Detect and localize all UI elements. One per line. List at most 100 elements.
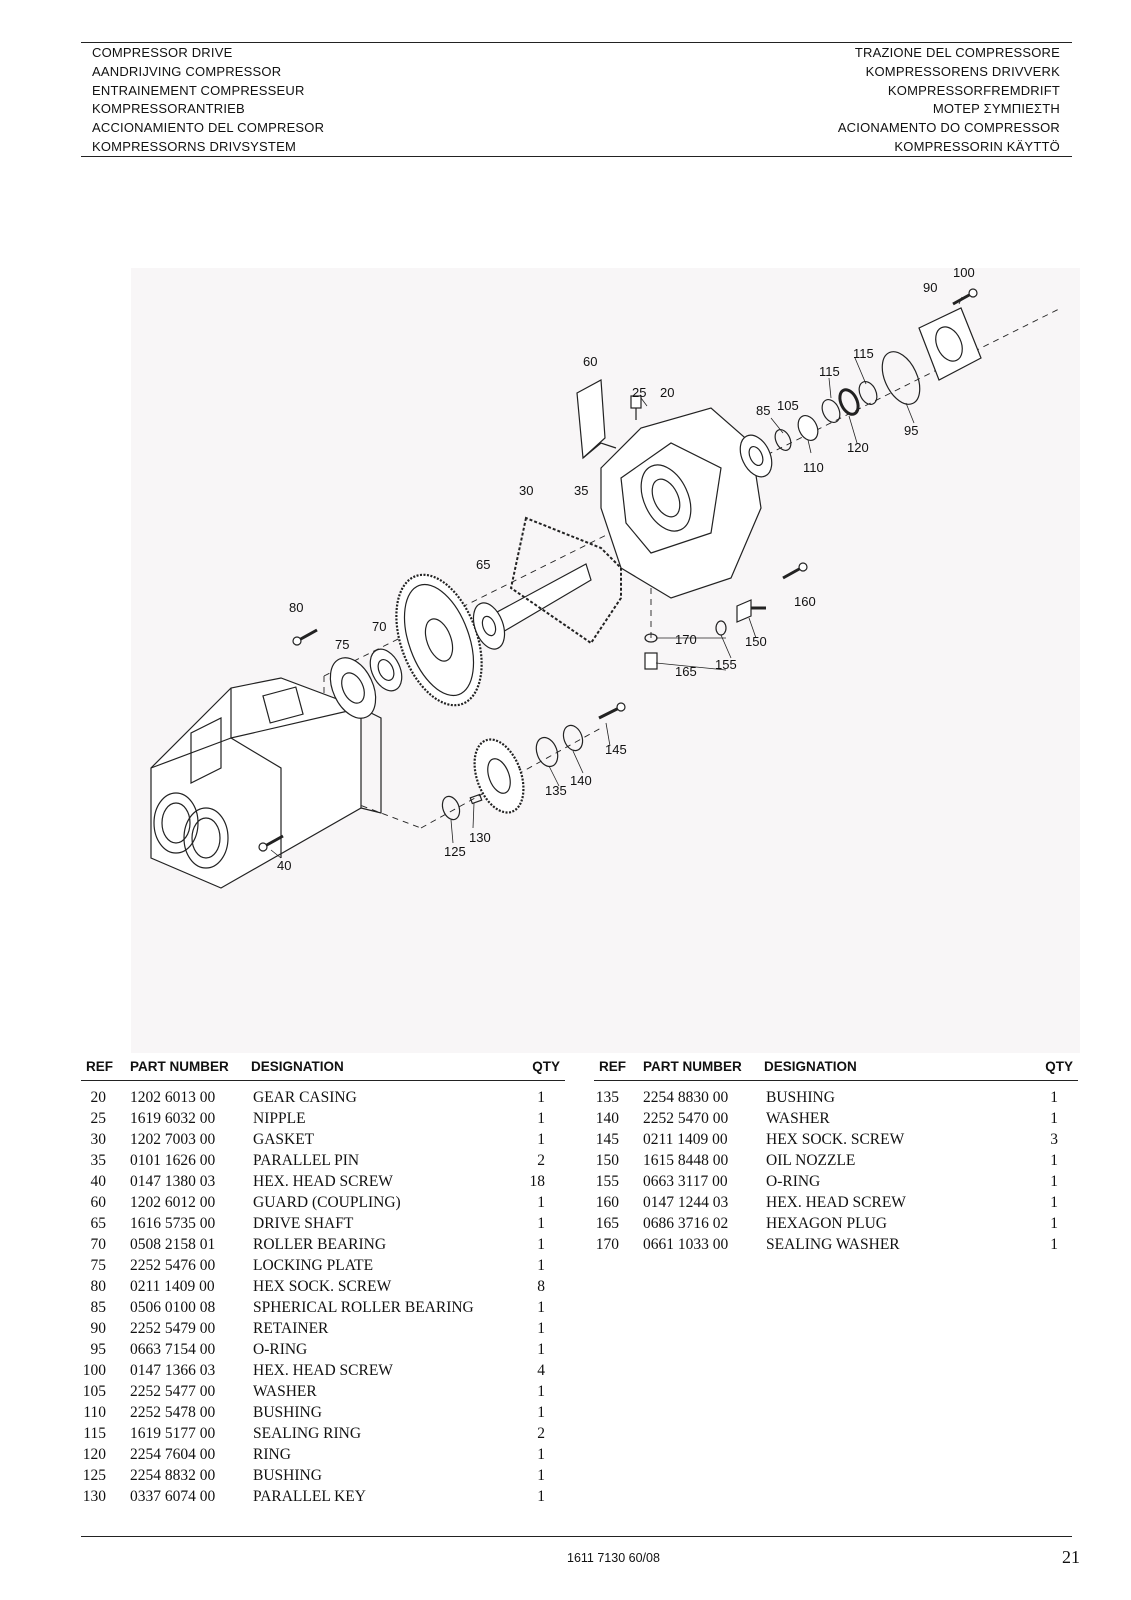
part-number-cell: 0101 1626 00 [130, 1152, 216, 1169]
header-ref: REF [599, 1059, 626, 1074]
part-number-cell: 1202 6012 00 [130, 1194, 216, 1211]
qty-cell: 3 [1050, 1131, 1058, 1148]
qty-cell: 1 [537, 1299, 545, 1316]
qty-cell: 1 [1050, 1173, 1058, 1190]
exploded-view-svg: 100 90 115 115 60 25 20 85 105 120 95 11… [150, 268, 1062, 889]
part-number-cell: 0508 2158 01 [130, 1236, 216, 1253]
ref-cell: 100 [82, 1362, 106, 1379]
title-fi: KOMPRESSORIN KÄYTTÖ [894, 138, 1060, 154]
ref-cell: 115 [83, 1425, 106, 1442]
exploded-view-drawing: 100 90 115 115 60 25 20 85 105 120 95 11… [131, 268, 1080, 1053]
ref-cell: 80 [90, 1278, 107, 1295]
part-number-cell: 2252 5478 00 [130, 1404, 216, 1421]
ref-cell: 135 [595, 1089, 619, 1106]
callout-75: 75 [335, 637, 349, 652]
ref-cell: 25 [90, 1110, 107, 1127]
callout-110: 110 [803, 460, 824, 475]
callout-165: 165 [675, 664, 697, 679]
ref-cell: 20 [90, 1089, 107, 1106]
callout-145: 145 [605, 742, 627, 757]
designation-cell: BUSHING [253, 1404, 322, 1421]
title-no: KOMPRESSORFREMDRIFT [887, 82, 1060, 98]
part-number-cell: 1615 8448 00 [643, 1152, 729, 1169]
designation-cell: ROLLER BEARING [253, 1236, 387, 1253]
part-number-cell: 0337 6074 00 [130, 1488, 216, 1505]
designation-cell: SPHERICAL ROLLER BEARING [253, 1299, 474, 1316]
title-pt: ACIONAMENTO DO COMPRESSOR [837, 120, 1060, 136]
qty-cell: 1 [1050, 1152, 1058, 1169]
part-number-cell: 0506 0100 08 [130, 1299, 216, 1316]
designation-cell: RING [253, 1446, 291, 1463]
header-part-number: PART NUMBER [130, 1059, 229, 1074]
header-titles-left: COMPRESSOR DRIVE AANDRIJVING COMPRESSOR … [92, 44, 324, 157]
table-row: 85 0506 0100 08 SPHERICAL ROLLER BEARING 1 [81, 1299, 565, 1320]
designation-cell: GUARD (COUPLING) [253, 1194, 401, 1211]
part-number-cell: 0147 1244 03 [643, 1194, 729, 1211]
ref-cell: 40 [90, 1173, 107, 1190]
callout-30: 30 [519, 483, 533, 498]
qty-cell: 8 [537, 1278, 545, 1295]
title-en: COMPRESSOR DRIVE [92, 45, 233, 60]
part-number-cell: 0147 1380 03 [130, 1173, 216, 1190]
part-number-cell: 0686 3716 02 [643, 1215, 729, 1232]
designation-cell: BUSHING [766, 1089, 835, 1106]
ref-cell: 60 [90, 1194, 107, 1211]
ref-cell: 85 [90, 1299, 107, 1316]
qty-cell: 1 [537, 1194, 545, 1211]
designation-cell: BUSHING [253, 1467, 322, 1484]
callout-25: 25 [632, 385, 646, 400]
callout-100: 100 [953, 268, 975, 280]
designation-cell: O-RING [766, 1173, 821, 1190]
callout-60: 60 [583, 354, 597, 369]
callout-130: 130 [469, 830, 491, 845]
ref-cell: 170 [595, 1236, 619, 1253]
ref-cell: 140 [595, 1110, 619, 1127]
part-number-cell: 2254 8832 00 [130, 1467, 216, 1484]
part-number-cell: 1619 6032 00 [130, 1110, 216, 1127]
page-number: 21 [1062, 1547, 1080, 1567]
qty-cell: 1 [537, 1257, 545, 1274]
table-row: 60 1202 6012 00 GUARD (COUPLING) 1 [81, 1194, 565, 1215]
callout-65: 65 [476, 557, 490, 572]
qty-cell: 1 [537, 1110, 545, 1127]
designation-cell: HEX SOCK. SCREW [766, 1131, 905, 1148]
callout-20: 20 [660, 385, 674, 400]
header-titles-right: TRAZIONE DEL COMPRESSORE KOMPRESSORENS D… [838, 44, 1060, 157]
title-nl: AANDRIJVING COMPRESSOR [92, 63, 282, 79]
qty-cell: 1 [1050, 1236, 1058, 1253]
qty-cell: 1 [537, 1404, 545, 1421]
qty-cell: 1 [1050, 1215, 1058, 1232]
designation-cell: RETAINER [253, 1320, 329, 1337]
ref-cell: 90 [90, 1320, 107, 1337]
header-ref: REF [86, 1059, 113, 1074]
part-number-cell: 1202 6013 00 [130, 1089, 216, 1106]
ref-cell: 165 [595, 1215, 619, 1232]
part-number-cell: 2254 8830 00 [643, 1089, 729, 1106]
callout-155: 155 [715, 657, 737, 672]
designation-cell: WASHER [766, 1110, 830, 1127]
title-sv: KOMPRESSORNS DRIVSYSTEM [92, 138, 296, 154]
designation-cell: LOCKING PLATE [253, 1257, 374, 1274]
callout-135: 135 [545, 783, 567, 798]
title-es: ACCIONAMIENTO DEL COMPRESOR [92, 120, 325, 136]
title-da: KOMPRESSORENS DRIVVERK [865, 63, 1060, 79]
